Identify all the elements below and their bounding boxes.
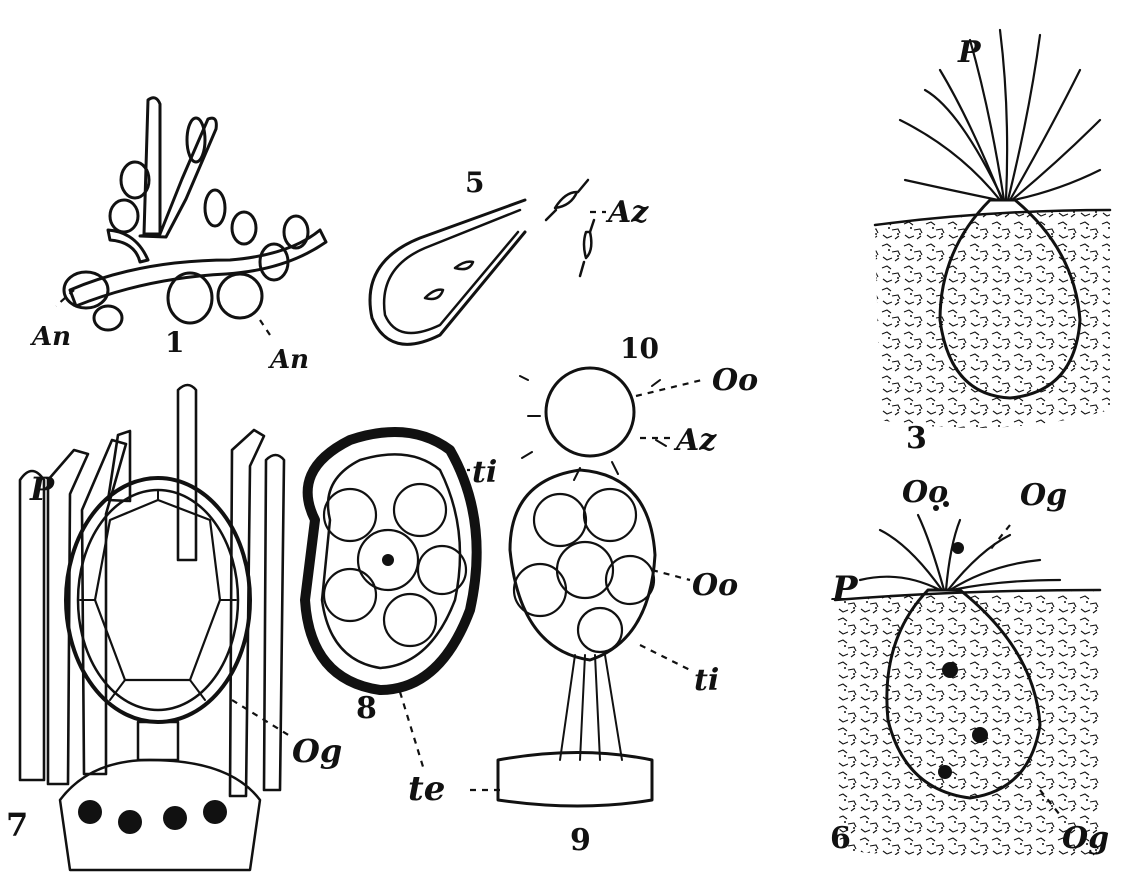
figure-5-antherozoids xyxy=(546,180,594,276)
figure-7-oogonium xyxy=(60,478,260,870)
te-leader-fig8 xyxy=(400,692,424,770)
fig9-ti-leader xyxy=(640,645,690,670)
fig5-number: 5 xyxy=(465,166,484,199)
figure-5-antheridium xyxy=(370,200,525,344)
fig3-number: 3 xyxy=(906,421,927,456)
figure-3-plant xyxy=(875,30,1110,428)
fig9-oo-label: Oo xyxy=(692,568,738,603)
fig10-number: 10 xyxy=(620,332,659,365)
figure-6-plant xyxy=(835,501,1100,859)
fig8-number: 8 xyxy=(356,691,377,726)
fig1-number: 1 xyxy=(165,326,184,359)
fig1-an-left-label: An xyxy=(29,322,71,352)
te-label: te xyxy=(408,769,445,809)
fig6-og-top-label: Og xyxy=(1020,478,1067,513)
figure-10-oosphere xyxy=(520,368,666,480)
figure-9-oogonium xyxy=(498,470,655,806)
fig5-az-label: Az xyxy=(605,195,649,230)
fig10-oo-leader xyxy=(636,380,702,396)
fig9-ti-label: ti xyxy=(694,663,719,698)
fig10-az-label: Az xyxy=(673,423,717,458)
fig7-og-label: Og xyxy=(292,732,342,770)
fig8-ti-label: ti xyxy=(472,455,497,490)
fig6-p-label: P xyxy=(831,569,859,609)
fig1-an-right-label: An xyxy=(267,345,309,375)
fig3-p-label: P xyxy=(957,35,982,70)
fig10-oo-label: Oo xyxy=(712,363,758,398)
fig9-number: 9 xyxy=(570,823,591,858)
fig6-number: 6 xyxy=(830,821,851,856)
fig7-number: 7 xyxy=(6,806,28,844)
fig6-oo-label: Oo xyxy=(902,475,948,510)
fig9-oo-leader xyxy=(652,570,690,580)
fig1-an-right-leader xyxy=(260,320,272,338)
figure-8-oogonium xyxy=(305,432,477,690)
figure-7-paraphyses xyxy=(20,385,284,796)
fig6-og-bottom-label: Og xyxy=(1062,821,1109,856)
fig7-p-label: P xyxy=(29,470,55,508)
